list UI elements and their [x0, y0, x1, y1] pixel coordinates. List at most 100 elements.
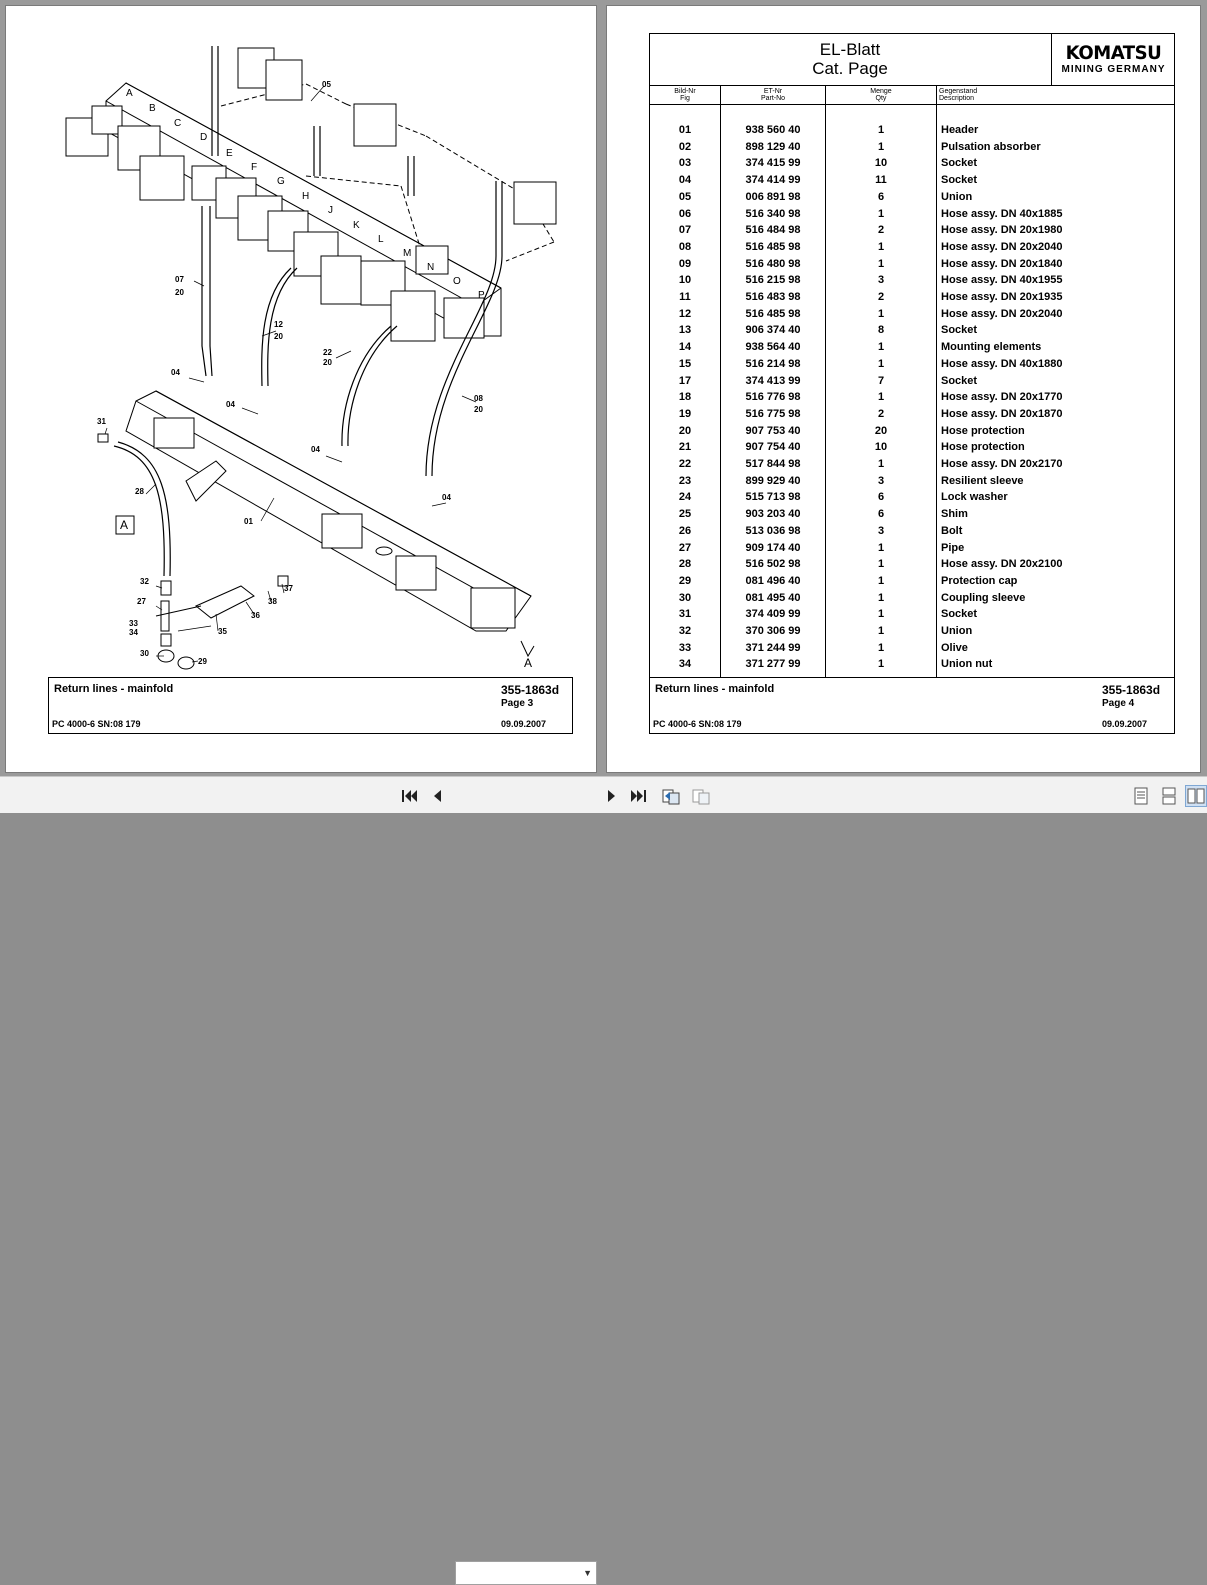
- cell-description: Hose assy. DN 20x1770: [941, 391, 1063, 404]
- cell-fig: 10: [678, 274, 692, 287]
- first-page-icon: [402, 790, 417, 802]
- cell-description: Socket: [941, 324, 978, 337]
- cell-description: Resilient sleeve: [941, 474, 1024, 487]
- block-letter: D: [200, 132, 207, 143]
- next-page-button[interactable]: [601, 785, 623, 807]
- parts-table: Bild-Nr Fig ET-Nr Part-No Menge Qty Gege…: [649, 86, 1175, 678]
- cell-part-number: 903 203 40: [745, 508, 801, 521]
- cell-quantity: 6: [877, 190, 885, 203]
- cell-part-number: 371 277 99: [745, 658, 801, 671]
- cell-quantity: 1: [877, 591, 885, 604]
- cell-quantity: 1: [877, 558, 885, 571]
- page-number-select[interactable]: ▼: [455, 1561, 597, 1585]
- header-title-line-2: Cat. Page: [812, 59, 888, 78]
- block-letter: G: [277, 176, 285, 187]
- prev-page-button[interactable]: [426, 785, 448, 807]
- callout: 20: [175, 288, 184, 297]
- cell-quantity: 1: [877, 458, 885, 470]
- cell-part-number: 081 495 40: [745, 591, 801, 604]
- column-header-en: Qty: [875, 95, 887, 102]
- go-back-view-button[interactable]: [660, 785, 682, 807]
- cell-part-number: 081 496 40: [745, 574, 801, 587]
- next-page-icon: [608, 790, 615, 802]
- cell-part-number: 516 215 98: [745, 274, 801, 287]
- go-forward-view-button[interactable]: [690, 785, 712, 807]
- cell-part-number: 374 414 99: [745, 174, 801, 187]
- document-number: 355-1863d: [1102, 683, 1161, 697]
- last-page-button[interactable]: [628, 785, 650, 807]
- callout-numbers: 05 07 20 12 20 22 20 08 20 04 04 04 04 3…: [97, 80, 532, 670]
- block-letter: P: [478, 290, 485, 301]
- callout: 05: [322, 80, 331, 89]
- cell-description: Hose assy. DN 40x1955: [941, 274, 1063, 287]
- cell-fig: 05: [678, 190, 692, 203]
- cell-quantity: 1: [877, 541, 885, 554]
- facing-pages-view-icon: [1187, 788, 1205, 804]
- cell-fig: 11: [679, 291, 691, 303]
- page-4: EL-Blatt Cat. Page KOMATSU MINING GERMAN…: [606, 5, 1201, 773]
- prev-page-icon: [434, 790, 441, 802]
- cell-description: Socket: [941, 174, 978, 187]
- issue-date: 09.09.2007: [1102, 719, 1148, 729]
- column-header-de: Gegenstand: [939, 88, 978, 95]
- block-letter: M: [403, 248, 411, 259]
- column-header-qty: Menge Qty: [826, 88, 936, 102]
- cell-fig: 24: [678, 491, 692, 504]
- cell-description: Hose assy. DN 20x2040: [941, 307, 1063, 320]
- cell-part-number: 938 564 40: [745, 341, 801, 354]
- title-block-left: Return lines - mainfold 355-1863d Page 3…: [48, 677, 573, 734]
- issue-date: 09.09.2007: [501, 719, 547, 729]
- cell-fig: 13: [678, 324, 692, 337]
- cell-part-number: 516 484 98: [745, 224, 801, 237]
- cell-quantity: 1: [877, 574, 885, 587]
- cell-part-number: 516 775 98: [745, 407, 801, 420]
- callout: 29: [198, 657, 207, 666]
- cell-part-number: 516 480 98: [745, 257, 801, 270]
- callout: 04: [171, 368, 180, 377]
- callout: 12: [274, 320, 283, 329]
- cell-description: Lock washer: [941, 491, 1008, 504]
- block-letter: A: [126, 88, 133, 99]
- continuous-view-button[interactable]: [1158, 785, 1180, 807]
- column-header-fig: Bild-Nr Fig: [650, 88, 720, 102]
- cell-quantity: 1: [877, 307, 885, 320]
- single-page-view-button[interactable]: [1130, 785, 1152, 807]
- column-header-de: ET-Nr: [763, 88, 783, 95]
- document-viewport[interactable]: A B C D E F G H J K L M N O P 05 07 20: [0, 0, 1207, 776]
- cell-description: Hose assy. DN 20x2100: [941, 558, 1063, 571]
- cell-part-number: 898 129 40: [745, 140, 801, 153]
- callout: 27: [137, 597, 146, 606]
- page-number: Page 3: [501, 698, 534, 709]
- cell-quantity: 3: [877, 274, 885, 287]
- go-forward-view-icon: [692, 789, 710, 805]
- cell-quantity: 10: [874, 157, 888, 170]
- cell-fig: 09: [678, 257, 692, 270]
- callout: A: [524, 656, 532, 670]
- callout: 01: [244, 517, 253, 526]
- column-divider: [720, 86, 721, 677]
- cell-fig: 33: [678, 641, 692, 654]
- cell-fig: 01: [678, 124, 692, 136]
- facing-pages-view-button[interactable]: [1185, 785, 1207, 807]
- hoses: [113, 46, 503, 577]
- column-header-de: Bild-Nr: [674, 88, 696, 95]
- cell-part-number: 516 483 98: [745, 291, 801, 303]
- cell-fig: 23: [678, 474, 692, 487]
- first-page-button[interactable]: [398, 785, 420, 807]
- callout: 08: [474, 394, 483, 403]
- cell-fig: 29: [678, 574, 692, 587]
- cell-part-number: 370 306 99: [745, 625, 801, 637]
- cell-description: Shim: [941, 508, 968, 521]
- cell-description: Hose protection: [941, 441, 1025, 454]
- view-arrow-icon: [520, 640, 535, 658]
- callout: 33: [129, 619, 138, 628]
- cell-quantity: 1: [877, 658, 885, 671]
- cell-fig: 32: [678, 625, 692, 637]
